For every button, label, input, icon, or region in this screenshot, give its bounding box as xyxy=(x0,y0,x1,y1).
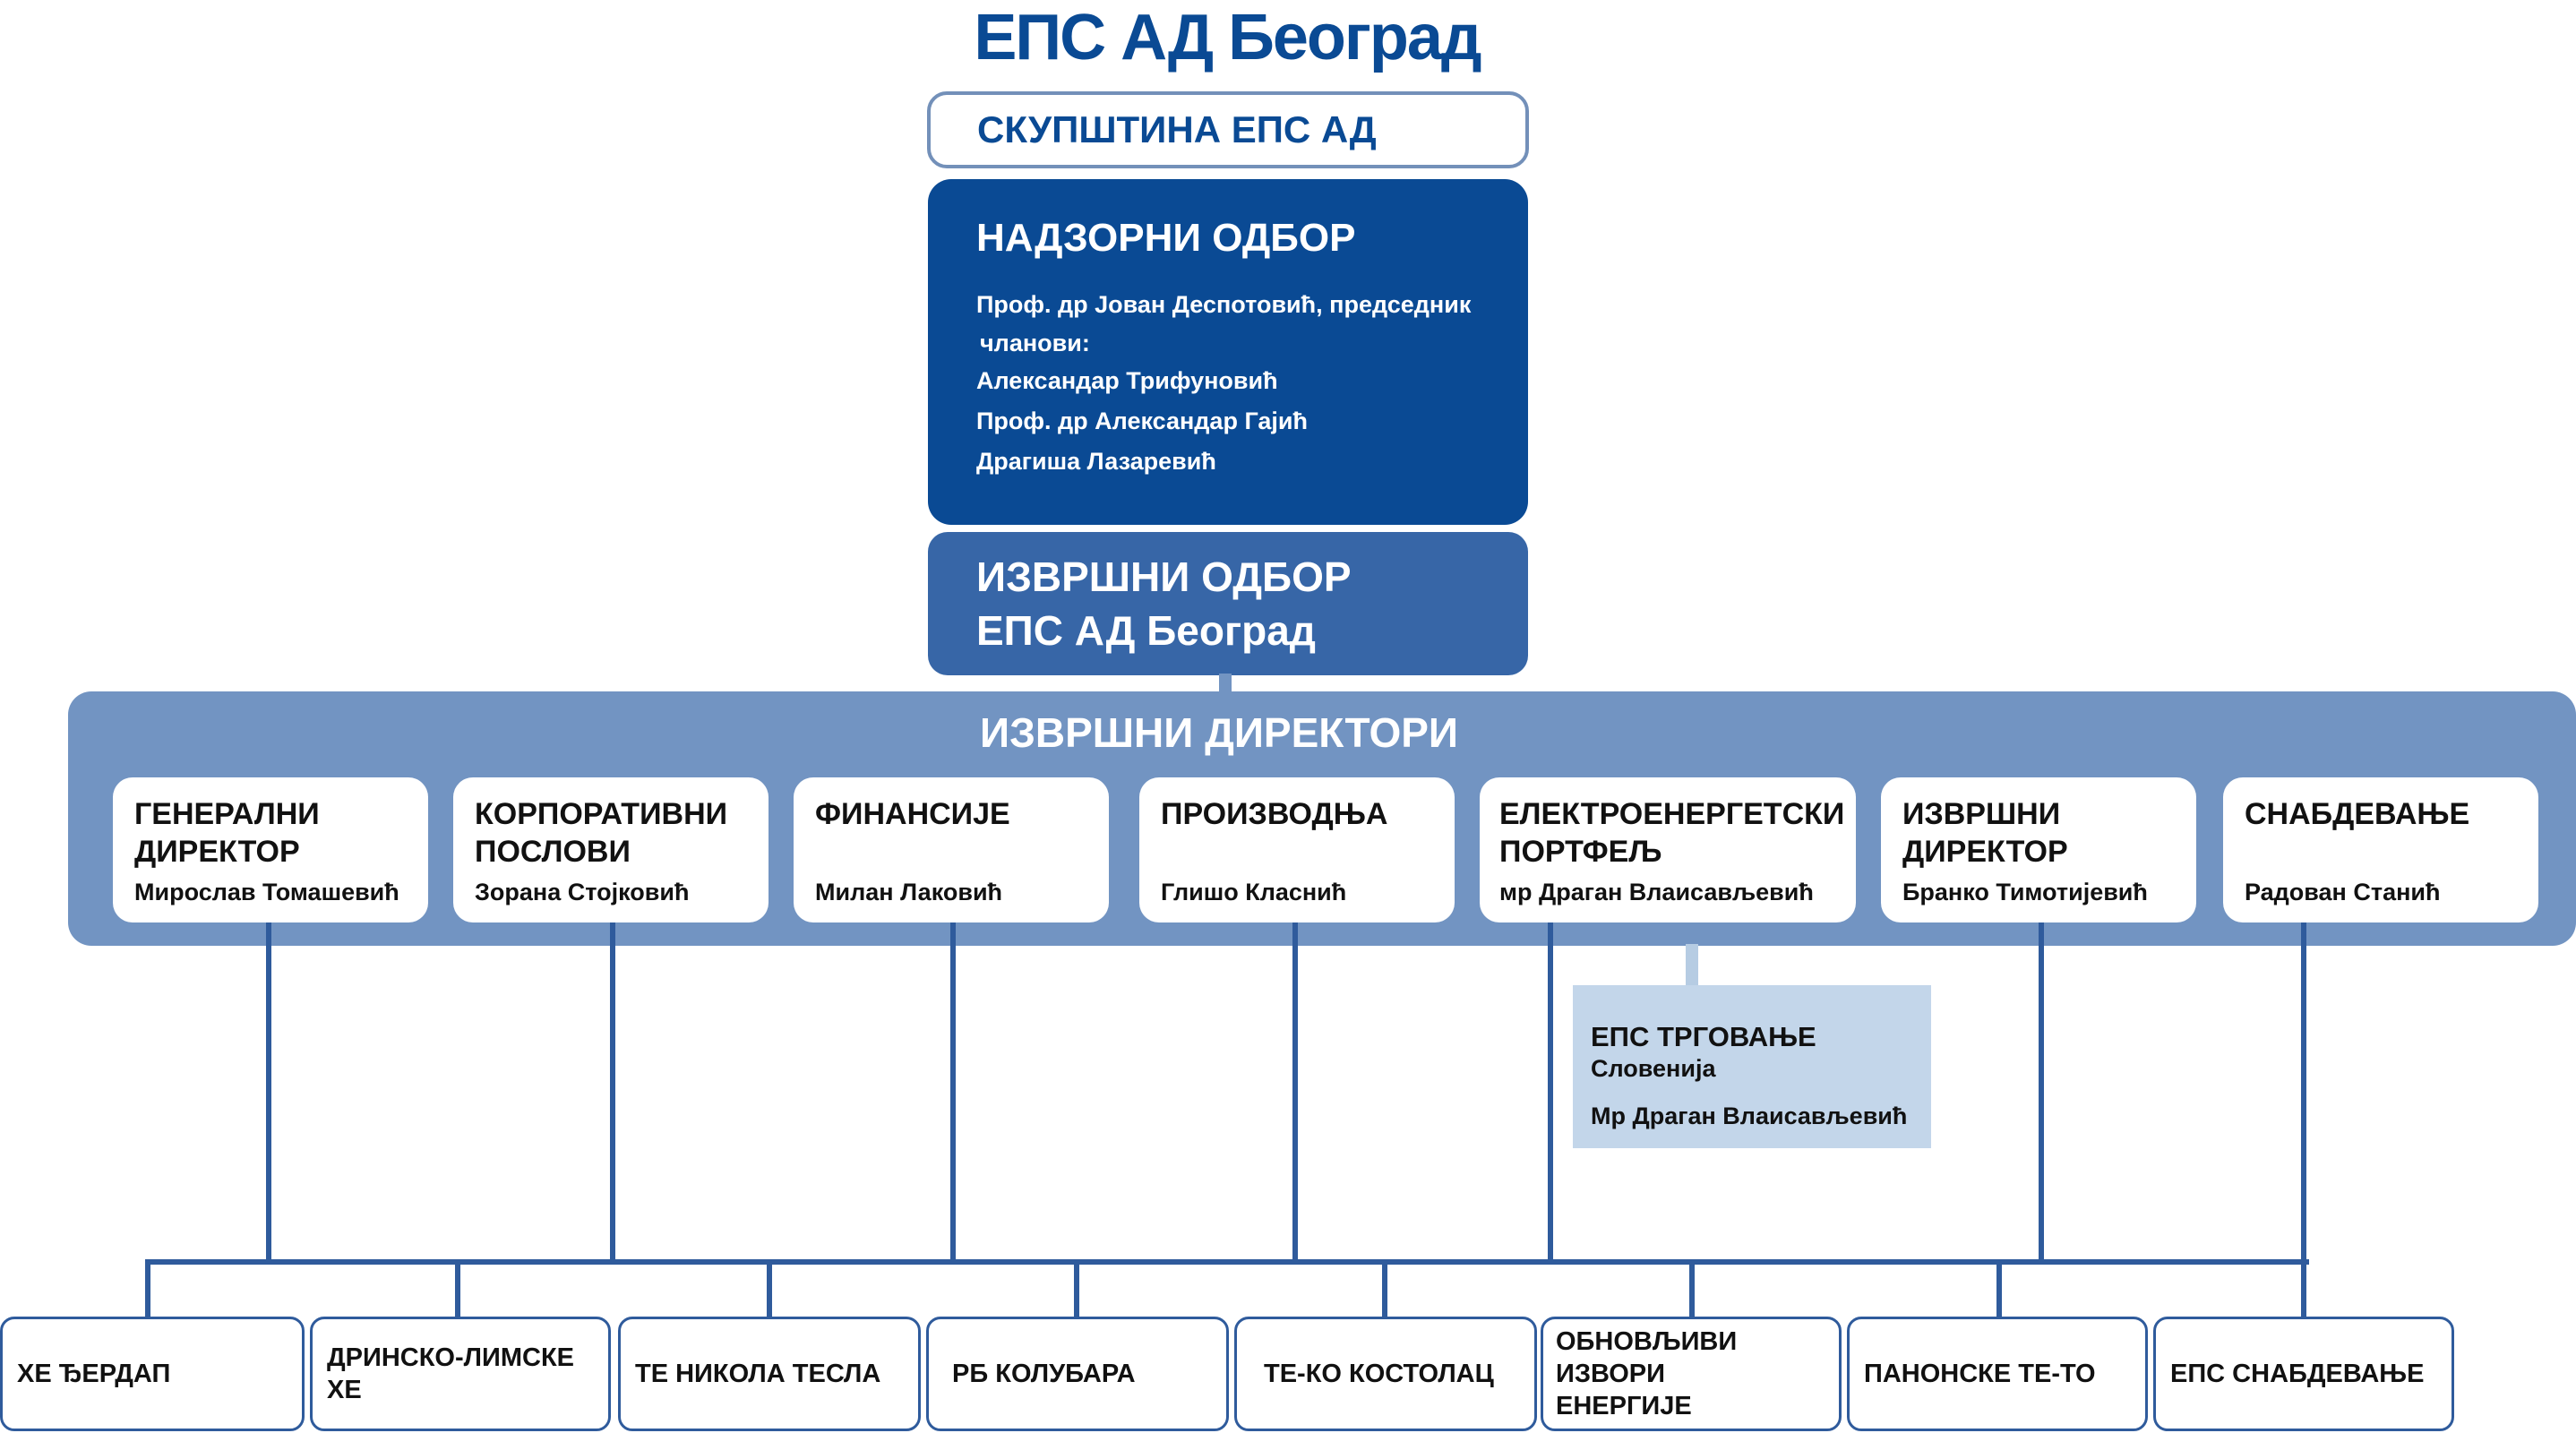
connector-line xyxy=(266,921,271,1265)
subsidiary-box: ПАНОНСКЕ ТЕ-ТО xyxy=(1847,1317,2148,1431)
eps-trading-box: ЕПС ТРГОВАЊЕ Словенија Мр Драган Влаисав… xyxy=(1573,985,1931,1148)
supervisory-board-member: Проф. др Александар Гајић xyxy=(976,408,1308,434)
director-card: ПРОИЗВОДЊА Глишо Класнић xyxy=(1139,777,1455,922)
director-card: ФИНАНСИЈЕ Милан Лаковић xyxy=(794,777,1109,922)
connector-line xyxy=(1996,1259,2002,1318)
director-card: ГЕНЕРАЛНИ ДИРЕКТОР Мирослав Томашевић xyxy=(113,777,428,922)
connector-line xyxy=(1548,921,1553,1265)
director-card: ИЗВРШНИ ДИРЕКТОР Бранко Тимотијевић xyxy=(1881,777,2196,922)
supervisory-board-member: Драгиша Лазаревић xyxy=(976,448,1216,475)
connector-line xyxy=(610,921,615,1265)
director-title: ИЗВРШНИ xyxy=(1902,797,2061,831)
director-title: ПОРТФЕЉ xyxy=(1499,835,1662,869)
director-card: ЕЛЕКТРОЕНЕРГЕТСКИ ПОРТФЕЉ мр Драган Влаис… xyxy=(1480,777,1856,922)
connector-line xyxy=(145,1259,2309,1265)
director-name: Глишо Класнић xyxy=(1161,879,1347,905)
supervisory-board-box: НАДЗОРНИ ОДБОР Проф. др Јован Деспотовић… xyxy=(928,179,1528,525)
eps-trading-title: ЕПС ТРГОВАЊЕ xyxy=(1591,1021,1816,1052)
director-title: ГЕНЕРАЛНИ xyxy=(134,797,320,831)
executive-board-subtitle: ЕПС АД Београд xyxy=(976,607,1317,654)
subsidiary-box: ХЕ ЂЕРДАП xyxy=(0,1317,305,1431)
connector-line xyxy=(1219,674,1232,695)
connector-line xyxy=(1689,1259,1695,1318)
eps-trading-country: Словенија xyxy=(1591,1055,1716,1082)
subsidiary-box: ОБНОВЉИВИ ИЗВОРИ ЕНЕРГИЈЕ xyxy=(1541,1317,1842,1431)
supervisory-board-president: Проф. др Јован Деспотовић, председник xyxy=(976,291,1472,318)
subsidiary-name: ПАНОНСКЕ ТЕ-ТО xyxy=(1864,1360,2096,1388)
director-name: Милан Лаковић xyxy=(815,879,1003,905)
director-title: ДИРЕКТОР xyxy=(1902,835,2068,869)
supervisory-board-members-label: чланови: xyxy=(980,330,1090,356)
executive-board-title: ИЗВРШНИ ОДБОР xyxy=(976,553,1352,600)
director-title: СНАБДЕВАЊЕ xyxy=(2245,797,2470,831)
supervisory-board-title: НАДЗОРНИ ОДБОР xyxy=(976,216,1356,260)
supervisory-board-member: Александар Трифуновић xyxy=(976,367,1278,394)
connector-line xyxy=(767,1259,772,1318)
director-title: ЕЛЕКТРОЕНЕРГЕТСКИ xyxy=(1499,797,1845,831)
director-name: Радован Станић xyxy=(2245,879,2441,905)
director-name: мр Драган Влаисављевић xyxy=(1499,879,1814,905)
subsidiary-name: ТЕ-КО КОСТОЛАЦ xyxy=(1264,1360,1494,1388)
subsidiary-name: РБ КОЛУБАРА xyxy=(952,1360,1136,1388)
executive-board-box: ИЗВРШНИ ОДБОР ЕПС АД Београд xyxy=(928,532,1528,675)
director-name: Зорана Стојковић xyxy=(475,879,690,905)
director-title: ПОСЛОВИ xyxy=(475,835,631,869)
director-card: СНАБДЕВАЊЕ Радован Станић xyxy=(2223,777,2538,922)
subsidiary-name: ЕПС СНАБДЕВАЊЕ xyxy=(2170,1360,2425,1388)
subsidiary-box: ДРИНСКО-ЛИМСКЕ ХЕ xyxy=(310,1317,611,1431)
eps-trading-director: Мр Драган Влаисављевић xyxy=(1591,1103,1908,1129)
connector-line xyxy=(950,921,956,1265)
subsidiary-box: ЕПС СНАБДЕВАЊЕ xyxy=(2153,1317,2454,1431)
director-name: Мирослав Томашевић xyxy=(134,879,399,905)
subsidiary-name: ЕНЕРГИЈЕ xyxy=(1556,1392,1692,1420)
connector-line xyxy=(1292,921,1298,1265)
subsidiary-box: ТЕ НИКОЛА ТЕСЛА xyxy=(618,1317,921,1431)
director-title: ДИРЕКТОР xyxy=(134,835,300,869)
connector-line xyxy=(1686,944,1698,985)
assembly-box: СКУПШТИНА ЕПС АД xyxy=(927,91,1529,168)
connector-line xyxy=(2301,1259,2306,1318)
director-title: КОРПОРАТИВНИ xyxy=(475,797,728,831)
connector-line xyxy=(455,1259,460,1318)
connector-line xyxy=(1382,1259,1387,1318)
connector-line xyxy=(2301,921,2306,1265)
connector-line xyxy=(2039,921,2044,1265)
subsidiary-box: ТЕ-КО КОСТОЛАЦ xyxy=(1234,1317,1537,1431)
subsidiary-name: ХЕ ЂЕРДАП xyxy=(17,1360,171,1388)
subsidiary-name: ОБНОВЉИВИ ИЗВОРИ xyxy=(1556,1327,1738,1388)
executive-directors-title: ИЗВРШНИ ДИРЕКТОРИ xyxy=(980,709,1458,756)
director-title: ФИНАНСИЈЕ xyxy=(815,797,1010,831)
connector-line xyxy=(145,1259,150,1318)
subsidiary-name: ТЕ НИКОЛА ТЕСЛА xyxy=(635,1360,881,1388)
subsidiary-name: ДРИНСКО-ЛИМСКЕ ХЕ xyxy=(327,1343,574,1404)
connector-line xyxy=(1074,1259,1079,1318)
director-name: Бранко Тимотијевић xyxy=(1902,879,2148,905)
director-title: ПРОИЗВОДЊА xyxy=(1161,797,1388,831)
director-card: КОРПОРАТИВНИ ПОСЛОВИ Зорана Стојковић xyxy=(453,777,769,922)
subsidiary-box: РБ КОЛУБАРА xyxy=(926,1317,1229,1431)
page-title: ЕПС АД Београд xyxy=(974,2,1481,73)
